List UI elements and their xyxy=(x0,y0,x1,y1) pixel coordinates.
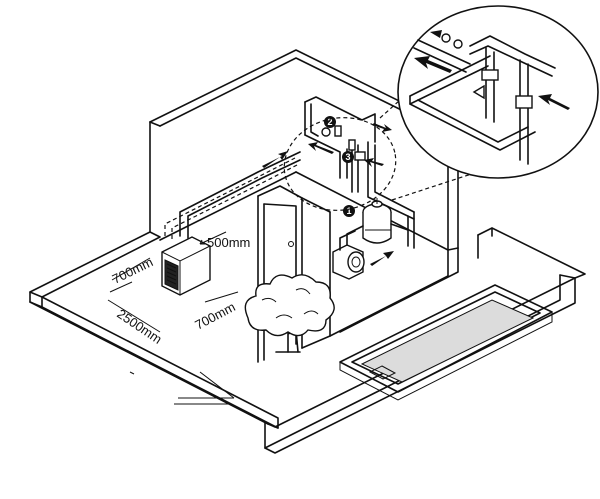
valve-icon xyxy=(441,33,451,43)
callout-three: 3 xyxy=(342,151,354,163)
zoom-detail xyxy=(397,5,599,179)
swimming-pool xyxy=(339,284,553,401)
door-knob-icon xyxy=(288,241,294,247)
callout-three-text: 3 xyxy=(345,152,350,162)
valve-icon xyxy=(348,139,356,151)
callout-one-marker xyxy=(343,205,355,217)
indoor-pipework xyxy=(179,96,415,249)
arrow-right-icon xyxy=(262,151,288,168)
valve-icon xyxy=(321,127,331,137)
arrow-left-icon xyxy=(414,56,452,73)
pipe-end-icon xyxy=(430,30,442,38)
valve-icon xyxy=(472,84,485,100)
zoom-circle-small xyxy=(283,117,397,211)
arrow-left-icon xyxy=(538,94,570,110)
arrow-left-icon xyxy=(364,158,384,167)
dimension-label-2500mm: 2500mm xyxy=(114,306,164,347)
pipe-fitting-icon xyxy=(481,69,499,81)
callout-one-text: 1 xyxy=(346,206,351,216)
callout-two-text: 2 xyxy=(327,117,332,127)
circulation-pump xyxy=(332,225,365,280)
courtyard-low-wall xyxy=(29,227,586,454)
indoor-valves xyxy=(321,125,366,161)
callout-three-marker xyxy=(342,151,354,163)
tree-illustration xyxy=(244,274,335,353)
arrow-right-icon xyxy=(372,123,392,132)
callout-one: 1 xyxy=(343,205,355,217)
flow-arrows xyxy=(262,123,394,266)
dimension-lines xyxy=(107,231,239,405)
callout-two: 2 xyxy=(324,116,336,128)
valve-icon xyxy=(334,125,342,137)
dimension-label-500mm: 500mm xyxy=(207,235,250,250)
sand-filter xyxy=(362,198,409,244)
valve-icon xyxy=(354,151,366,161)
pipe-fitting-icon xyxy=(515,95,533,109)
dimension-label-700mm-right: 700mm xyxy=(192,299,237,333)
arrow-left-icon xyxy=(308,142,334,154)
valve-icon xyxy=(453,39,463,49)
arrow-up-right-icon xyxy=(370,251,394,266)
heat-pump-unit xyxy=(161,236,211,296)
